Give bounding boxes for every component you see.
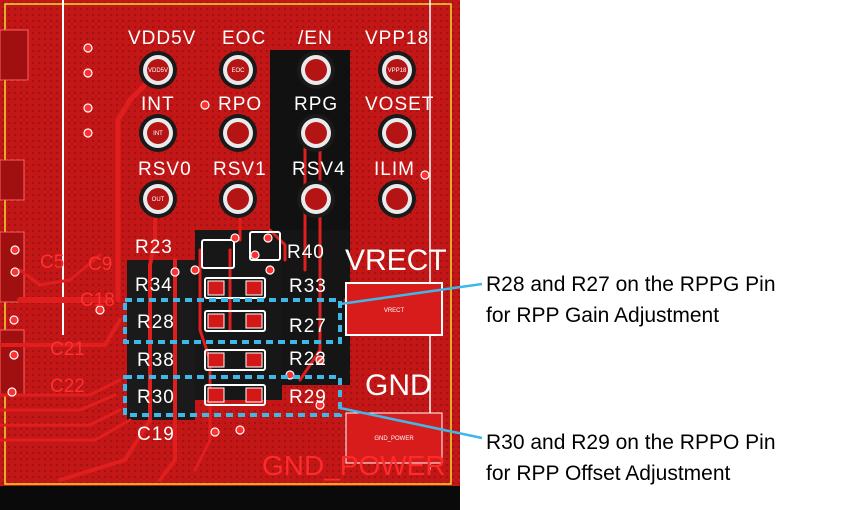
resistor-pads [207, 280, 263, 403]
rppg-callout: R28 and R27 on the RPPG Pin for RPP Gain… [486, 269, 776, 331]
rppg-callout-line2: for RPP Gain Adjustment [486, 304, 720, 327]
label-c22: C22 [50, 376, 85, 397]
rppo-highlight-box [123, 375, 342, 417]
label-c21: C21 [50, 339, 85, 360]
board-bottom-strip [0, 486, 460, 510]
gnd-power-pad-text: GND_POWER [374, 436, 414, 442]
pin-label-en: /EN [298, 28, 333, 49]
pin-label-vpp18: VPP18 [365, 28, 429, 49]
label-r40: R40 [287, 242, 325, 263]
label-r23: R23 [135, 237, 173, 258]
pad-text-eoc: EOC [231, 68, 245, 74]
pin-label-eoc: EOC [222, 28, 266, 49]
pin-label-rpg: RPG [294, 94, 338, 115]
rppo-callout-line1: R30 and R29 on the RPPO Pin [486, 431, 776, 454]
label-r22: R22 [289, 349, 327, 370]
label-r29: R29 [289, 387, 327, 408]
left-copper-block [0, 231, 25, 303]
label-c9: C9 [88, 254, 112, 275]
pcb-layout-view: VRECT GND_POWER VDD5V EOC VPP18 INT OUT … [0, 0, 460, 510]
label-r38: R38 [137, 350, 175, 371]
pad-text-vdd5v: VDD5V [148, 68, 168, 74]
pin-label-voset: VOSET [365, 94, 434, 115]
net-label-gnd: GND [365, 369, 432, 402]
pin-label-rsv1: RSV1 [213, 159, 267, 180]
label-r28: R28 [137, 312, 175, 333]
pad-text-vpp18: VPP18 [388, 68, 407, 74]
header-pins [139, 51, 416, 218]
left-copper-block [0, 159, 25, 201]
pad-text-out: OUT [152, 197, 165, 203]
vias [7, 43, 430, 445]
pin-label-rsv0: RSV0 [138, 159, 192, 180]
net-label-gnd-power: GND_POWER [262, 450, 446, 481]
label-r34: R34 [135, 275, 173, 296]
label-r33: R33 [289, 276, 327, 297]
vrect-pad-text: VRECT [384, 308, 405, 314]
rppg-callout-line1: R28 and R27 on the RPPG Pin [486, 273, 776, 296]
dark-channel [282, 230, 350, 385]
label-r30: R30 [137, 387, 175, 408]
label-c19: C19 [137, 424, 175, 445]
pin-label-ilim: ILIM [374, 159, 415, 180]
pin-label-rpo: RPO [218, 94, 262, 115]
left-copper-block [0, 29, 29, 81]
pin-label-int: INT [141, 94, 175, 115]
left-copper-block [0, 329, 25, 396]
pad-text-int: INT [153, 131, 163, 137]
rppo-callout-line2: for RPP Offset Adjustment [486, 462, 731, 485]
label-r27: R27 [289, 316, 327, 337]
pin-label-rsv4: RSV4 [292, 159, 346, 180]
rppg-highlight-box [123, 298, 342, 344]
net-label-vrect: VRECT [345, 244, 447, 277]
label-c18: C18 [80, 290, 115, 311]
rppo-callout: R30 and R29 on the RPPO Pin for RPP Offs… [486, 427, 776, 489]
pin-label-vdd5v: VDD5V [128, 28, 196, 49]
label-c5: C5 [40, 252, 64, 273]
